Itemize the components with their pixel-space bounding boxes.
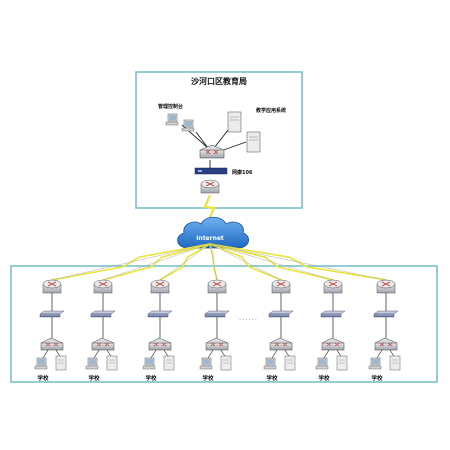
school-server-icon	[55, 355, 67, 371]
client-link	[323, 349, 330, 359]
client-link	[376, 349, 383, 359]
mgmt-label: 管理控制台	[158, 103, 183, 110]
school-label: 学校	[266, 374, 278, 382]
school-label: 学校	[88, 374, 100, 382]
school-node: 学校	[142, 279, 175, 382]
school-router-icon	[42, 279, 62, 294]
school-node: 学校	[368, 279, 401, 382]
school-frame	[10, 265, 438, 383]
client-link	[42, 349, 49, 359]
school-core-router-icon	[269, 337, 293, 351]
school-node: 学校	[263, 279, 296, 382]
school-link-line	[159, 243, 211, 281]
school-node: 学校	[315, 279, 348, 382]
school-core-router-icon	[321, 337, 345, 351]
school-router-icon	[150, 279, 170, 294]
app-label: 教学应用系统	[255, 107, 286, 114]
internet-label: Internet	[196, 235, 224, 242]
school-router-icon	[376, 279, 396, 294]
school-link-line	[209, 243, 282, 281]
school-router-icon	[323, 279, 343, 294]
school-link-line	[209, 243, 334, 281]
school-pc-icon	[315, 357, 329, 370]
school-core-router-icon	[374, 337, 398, 351]
mgmt-pc-icon	[165, 113, 195, 132]
school-pc-icon	[263, 357, 277, 370]
school-links	[51, 243, 387, 281]
school-pc-icon	[199, 357, 213, 370]
school-switch-icon	[204, 310, 230, 318]
school-server-icon	[284, 355, 296, 371]
school-switch-icon	[268, 310, 294, 318]
school-server-icon	[389, 355, 401, 371]
school-link-line	[102, 243, 211, 281]
school-node: 学校	[199, 279, 232, 382]
school-router-icon	[93, 279, 113, 294]
firewall-label: 网康106	[232, 169, 253, 176]
school-label: 学校	[145, 374, 157, 382]
school-pc-icon	[34, 357, 48, 370]
school-switch-icon	[373, 310, 399, 318]
firewall-icon	[194, 167, 228, 175]
school-label: 学校	[318, 374, 330, 382]
client-link	[93, 349, 100, 359]
school-switch-icon	[320, 310, 346, 318]
school-link-line	[51, 243, 211, 281]
hq-frame	[135, 71, 303, 209]
school-link-line	[209, 243, 387, 281]
client-link	[271, 349, 278, 359]
school-core-router-icon	[40, 337, 64, 351]
school-server-icon	[163, 355, 175, 371]
school-server-icon	[106, 355, 118, 371]
school-router-icon	[271, 279, 291, 294]
client-link	[150, 349, 157, 359]
school-switch-icon	[147, 310, 173, 318]
client-link	[207, 349, 214, 359]
school-label: 学校	[371, 374, 383, 382]
internet-cloud-icon	[177, 216, 249, 249]
school-pc-icon	[142, 357, 156, 370]
school-node: 学校	[85, 279, 118, 382]
school-switch-icon	[39, 310, 65, 318]
school-switch-icon	[90, 310, 116, 318]
school-core-router-icon	[205, 337, 229, 351]
school-server-icon	[336, 355, 348, 371]
school-router-icon	[207, 279, 227, 294]
more-schools-ellipsis: · · · · · ·	[239, 317, 257, 323]
hq-title: 沙河口区教育局	[191, 76, 247, 86]
hq-internet-link	[203, 194, 216, 223]
school-label: 学校	[37, 374, 49, 382]
school-server-icon	[220, 355, 232, 371]
school-label: 学校	[202, 374, 214, 382]
hq-edge-router-icon	[200, 179, 220, 194]
school-core-router-icon	[91, 337, 115, 351]
school-pc-icon	[85, 357, 99, 370]
school-core-router-icon	[148, 337, 172, 351]
school-pc-icon	[368, 357, 382, 370]
school-list: 学校 学校 学校 学校 学校 学校 学校	[34, 279, 401, 382]
hq-router-icon	[199, 144, 225, 159]
app-server-icon	[227, 111, 261, 153]
school-node: 学校	[34, 279, 67, 382]
school-link-line	[209, 243, 218, 281]
